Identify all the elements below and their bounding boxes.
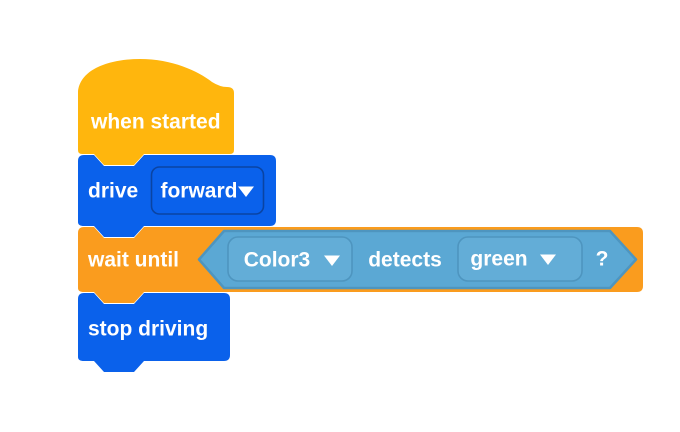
drive-direction-dropdown[interactable]: forward [150, 166, 265, 215]
stop-driving-block-shape[interactable] [78, 293, 230, 372]
block-wait-until[interactable]: wait until Color3 detects green ? [78, 227, 643, 303]
detects-label: detects [368, 249, 442, 272]
question-mark-label: ? [596, 248, 609, 271]
color-value-dropdown-value: green [470, 248, 527, 271]
drive-direction-value: forward [160, 180, 237, 203]
when-started-label: when started [90, 111, 221, 134]
drive-label: drive [88, 180, 138, 203]
color-value-dropdown[interactable]: green [457, 236, 583, 282]
sensor-dropdown-value: Color3 [244, 249, 311, 272]
block-when-started[interactable]: when started [78, 59, 234, 165]
when-started-block-shape[interactable] [78, 59, 234, 165]
drive-direction-dropdown-field[interactable] [150, 166, 265, 215]
wait-until-label: wait until [87, 249, 179, 272]
condition-block-detects[interactable]: Color3 detects green ? [197, 229, 638, 290]
dropdown-arrow-icon [238, 186, 254, 197]
color-value-dropdown-field[interactable] [457, 236, 583, 282]
sensor-dropdown[interactable]: Color3 [227, 236, 353, 282]
stop-driving-label: stop driving [88, 318, 208, 341]
dropdown-arrow-icon [540, 254, 556, 265]
dropdown-arrow-icon [324, 255, 340, 266]
block-drive[interactable]: drive forward [78, 155, 276, 237]
sensor-dropdown-field[interactable] [227, 236, 353, 282]
block-stop-driving[interactable]: stop driving [78, 293, 230, 372]
